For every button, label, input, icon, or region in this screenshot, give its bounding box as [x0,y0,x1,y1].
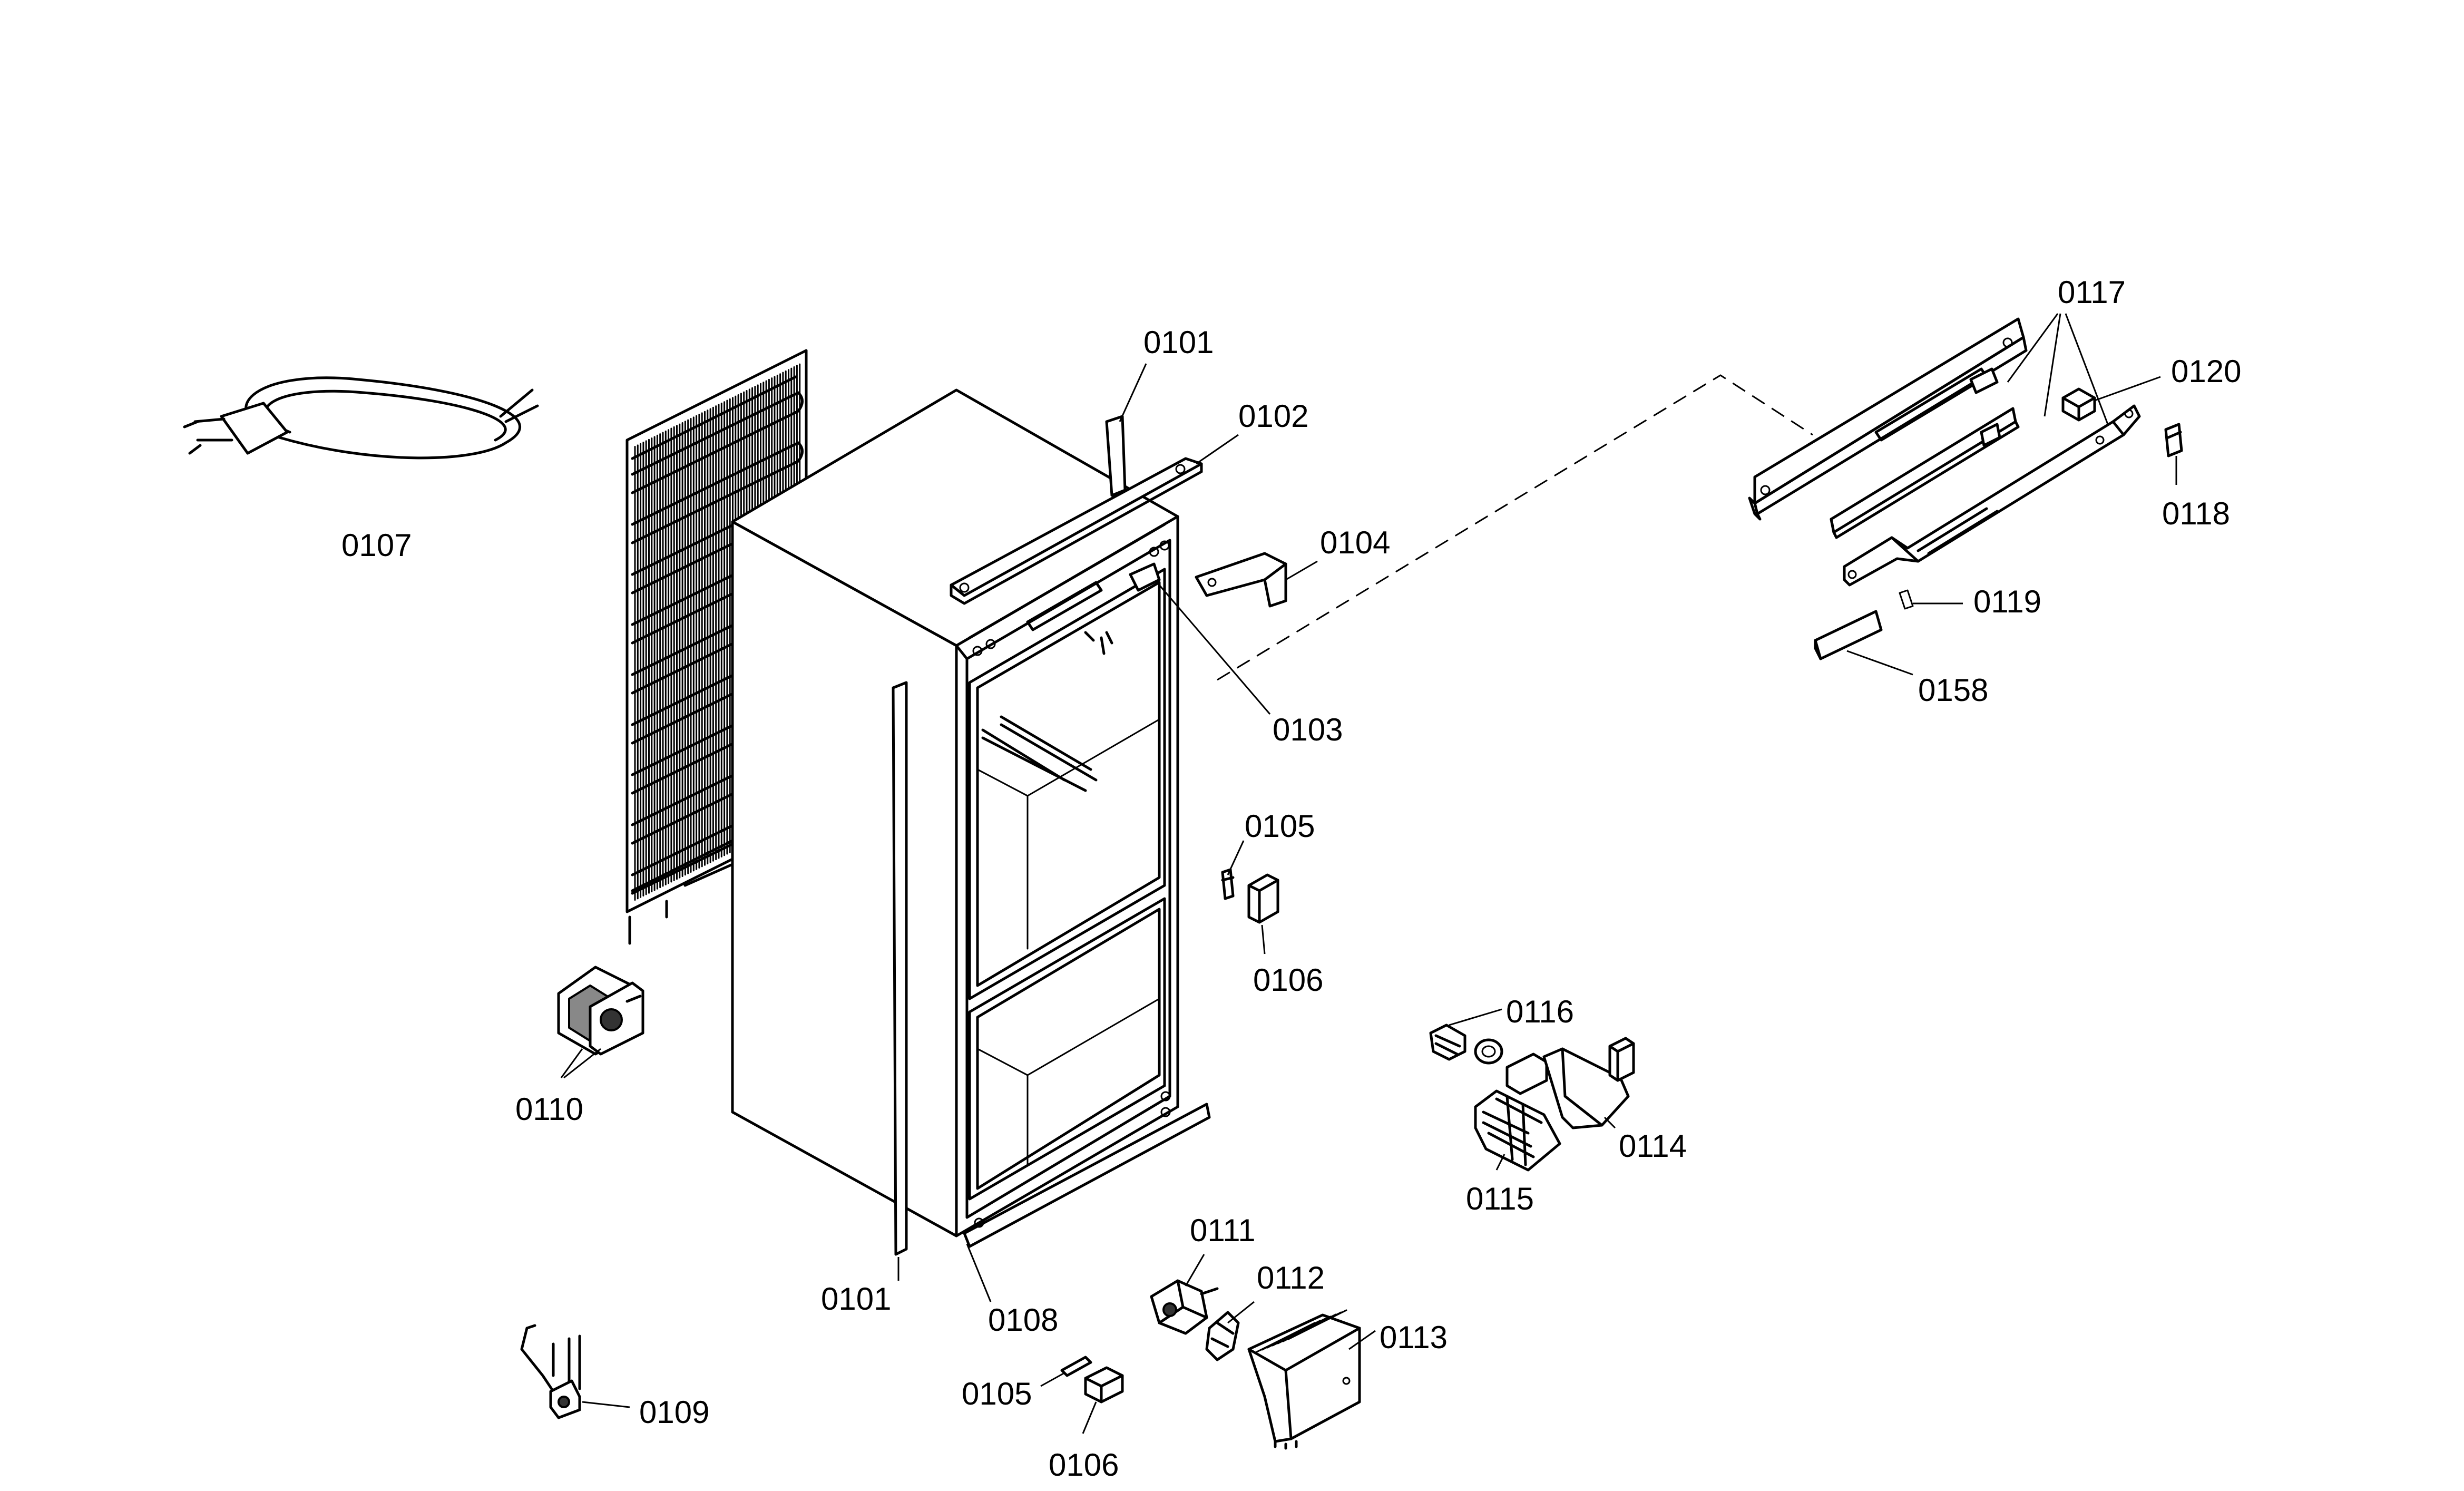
lamp-housing-part-0115 [1474,1089,1561,1172]
power-cord-part [183,376,539,460]
diffuser-part-0114 [1505,1037,1635,1129]
lamp-bulb-part-0116 [1429,1024,1503,1065]
vent-slot [1287,1309,1347,1340]
label-0117: 0117 [2058,275,2126,310]
label-0106-upper: 0106 [1253,962,1323,998]
label-0115: 0115 [1466,1181,1534,1216]
leader-lines [560,313,2177,1434]
label-0119: 0119 [1973,584,2041,619]
label-0111: 0111 [1190,1213,1256,1248]
label-0102: 0102 [1238,398,1308,434]
seal-strip-0108 [963,1103,1211,1248]
switch-part-0112 [1205,1311,1240,1361]
label-0110: 0110 [515,1092,583,1127]
rail-part-0117 [1748,317,2141,587]
lamp-holder-part-0111 [1150,1279,1219,1335]
coil-tube [631,441,804,544]
label-0108: 0108 [988,1302,1058,1338]
relay-part-0110 [557,966,644,1056]
thermostat-part-0103 [1129,562,1161,592]
label-0103: 0103 [1273,712,1343,747]
hinge-part-0104 [1195,552,1287,608]
label-0101-bottom: 0101 [821,1281,891,1317]
top-screws [972,540,1171,1228]
coil-tube [631,391,804,494]
label-0109: 0109 [639,1395,709,1430]
label-0107: 0107 [341,528,412,563]
cover-part-0106-upper [1247,873,1279,924]
label-0104: 0104 [1320,525,1390,560]
refrigerator-cabinet [731,388,1179,1237]
clip-part-0105-upper [1221,868,1235,900]
label-0105-upper: 0105 [1245,808,1315,844]
label-0120: 0120 [2171,354,2241,389]
label-0114: 0114 [1619,1128,1687,1164]
assembly-guide-line [1217,374,1813,681]
hinge-bracket-part [950,457,1203,605]
lamp-cover-part-0113 [1247,1309,1361,1450]
clip-part-0119 [1899,589,1914,610]
label-0112: 0112 [1257,1260,1325,1295]
label-0116: 0116 [1506,994,1574,1029]
clip-part-0120 [2061,387,2096,422]
label-0158: 0158 [1918,673,1988,708]
label-0106-lower: 0106 [1049,1447,1119,1483]
label-0113: 0113 [1380,1320,1448,1355]
plate-part-0158 [1814,610,1883,660]
label-0118: 0118 [2162,496,2230,531]
cover-part-0106-lower [1084,1366,1124,1404]
label-0105-lower: 0105 [962,1376,1032,1411]
door-strip-left [892,681,908,1256]
clip-part-0118 [2164,423,2183,457]
part-labels: 0101 0102 0104 0103 0107 0105 0106 0110 … [341,275,2241,1483]
label-0101-top: 0101 [1143,325,1214,360]
clip-part-0105-lower [1060,1356,1092,1377]
sensor-part-0109 [520,1324,581,1419]
